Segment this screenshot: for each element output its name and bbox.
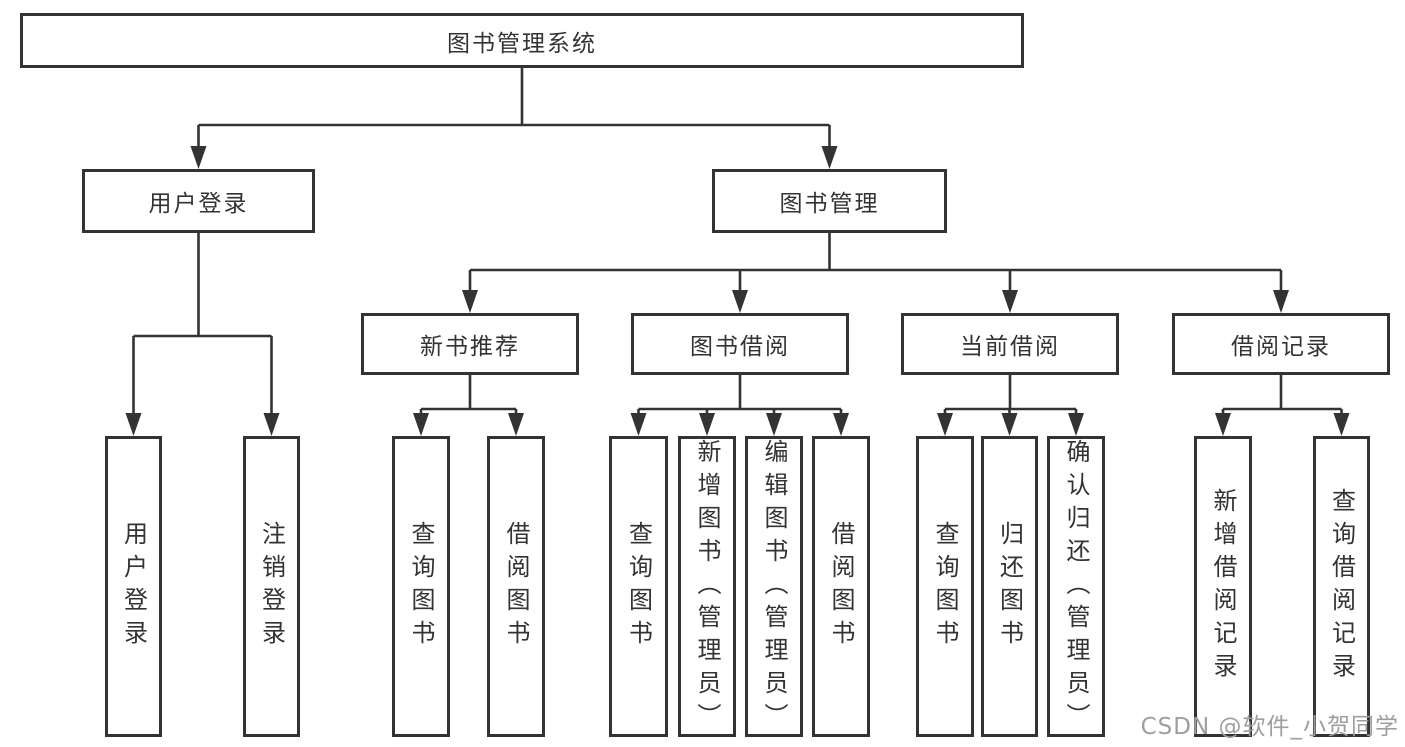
node-borrow-records: 借阅记录 xyxy=(1172,313,1390,375)
leaf-add-book-admin: 新增图书（管理员） xyxy=(678,436,736,737)
leaf-add-borrow-record: 新增借阅记录 xyxy=(1194,436,1252,737)
node-root-label: 图书管理系统 xyxy=(447,30,597,57)
node-new-book-recommend: 新书推荐 xyxy=(361,313,579,375)
leaf-borrow-books-recommend: 借阅图书 xyxy=(487,436,545,737)
node-user-login-label: 用户登录 xyxy=(148,191,249,217)
node-root: 图书管理系统 xyxy=(20,13,1024,68)
leaf-query-books-recommend: 查询图书 xyxy=(392,436,450,737)
leaf-query-books-current: 查询图书 xyxy=(916,436,974,737)
arrowheads xyxy=(125,146,1350,436)
leaf-borrow-books: 借阅图书 xyxy=(812,436,870,737)
leaf-return-book: 归还图书 xyxy=(981,436,1038,737)
leaf-user-login: 用户登录 xyxy=(105,436,162,737)
leaf-query-books-borrow: 查询图书 xyxy=(609,436,668,737)
node-book-borrow-label: 图书借阅 xyxy=(690,334,790,360)
node-current-borrow-label: 当前借阅 xyxy=(960,334,1060,360)
watermark: CSDN @软件_小贺同学 xyxy=(1140,714,1399,740)
node-user-login: 用户登录 xyxy=(82,169,315,233)
leaf-confirm-return-admin: 确认归还（管理员） xyxy=(1047,436,1105,737)
node-borrow-records-label: 借阅记录 xyxy=(1231,334,1331,360)
node-book-borrow: 图书借阅 xyxy=(631,313,849,375)
leaf-logout: 注销登录 xyxy=(243,436,300,737)
node-book-management-label: 图书管理 xyxy=(779,191,880,217)
leaf-query-borrow-record: 查询借阅记录 xyxy=(1313,436,1370,737)
leaf-edit-book-admin: 编辑图书（管理员） xyxy=(745,436,803,737)
node-new-book-recommend-label: 新书推荐 xyxy=(420,334,520,360)
node-book-management: 图书管理 xyxy=(712,169,947,233)
node-current-borrow: 当前借阅 xyxy=(901,313,1119,375)
